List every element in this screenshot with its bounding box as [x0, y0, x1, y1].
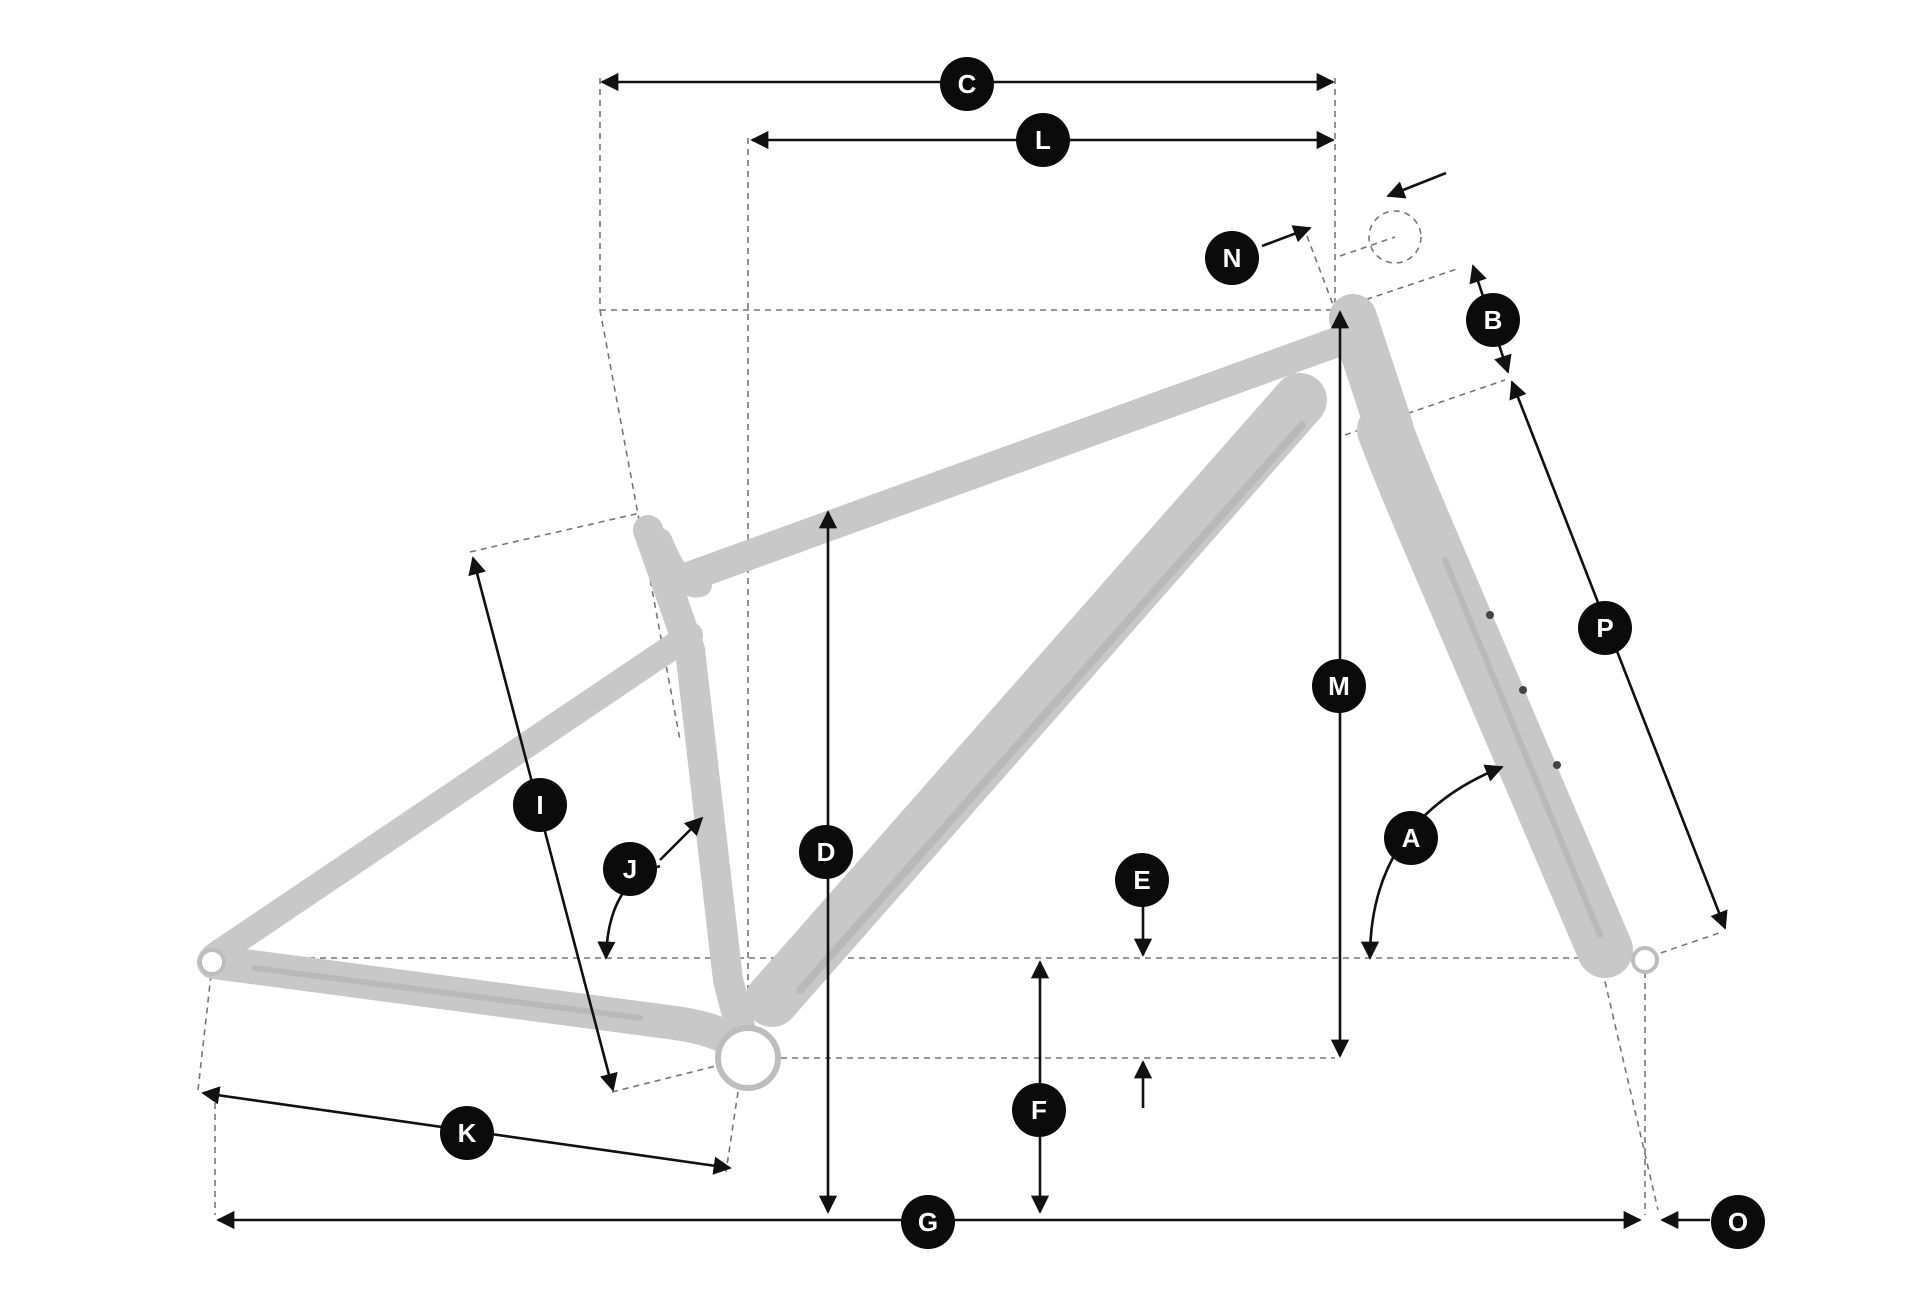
svg-text:G: G — [918, 1207, 938, 1237]
badge-n: N — [1205, 231, 1259, 285]
badge-c: C — [940, 57, 994, 111]
svg-text:P: P — [1596, 613, 1613, 643]
badge-d: D — [799, 825, 853, 879]
badge-k: K — [440, 1106, 494, 1160]
badge-o: O — [1711, 1195, 1765, 1249]
svg-text:B: B — [1484, 305, 1503, 335]
badge-l: L — [1016, 113, 1070, 167]
badge-g: G — [901, 1195, 955, 1249]
svg-text:E: E — [1133, 865, 1150, 895]
svg-text:C: C — [958, 69, 977, 99]
svg-text:L: L — [1035, 125, 1051, 155]
svg-text:M: M — [1328, 671, 1350, 701]
badge-a: A — [1384, 811, 1438, 865]
svg-text:D: D — [817, 837, 836, 867]
svg-text:N: N — [1223, 243, 1242, 273]
bike-frame — [197, 294, 1659, 1091]
badge-i: I — [513, 778, 567, 832]
svg-text:A: A — [1402, 823, 1421, 853]
svg-text:O: O — [1728, 1207, 1748, 1237]
svg-text:J: J — [623, 854, 637, 884]
badge-f: F — [1012, 1083, 1066, 1137]
svg-text:I: I — [536, 790, 543, 820]
badge-j: J — [603, 842, 657, 896]
badge-e: E — [1115, 853, 1169, 907]
badge-b: B — [1466, 293, 1520, 347]
badge-m: M — [1312, 659, 1366, 713]
svg-text:F: F — [1031, 1095, 1047, 1125]
svg-text:K: K — [458, 1118, 477, 1148]
badge-p: P — [1578, 601, 1632, 655]
